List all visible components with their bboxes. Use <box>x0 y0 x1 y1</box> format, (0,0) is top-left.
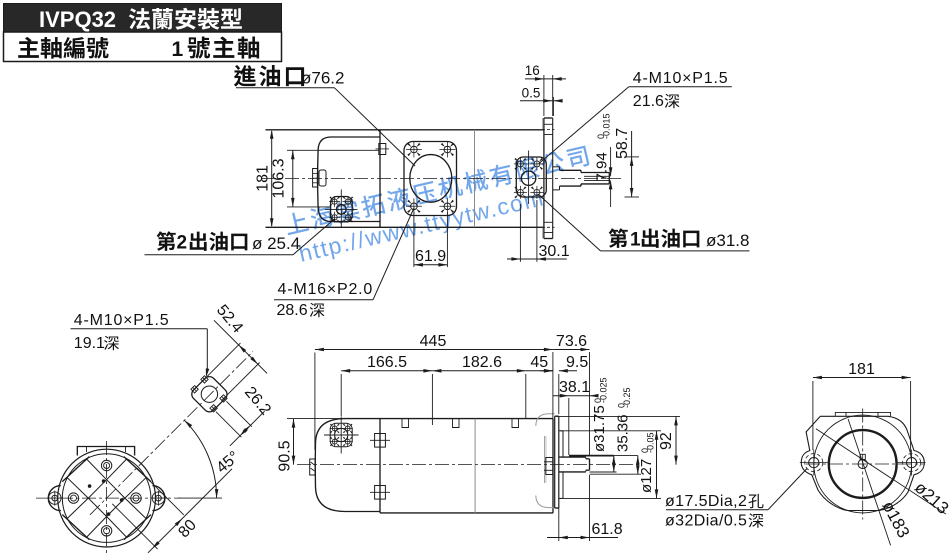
svg-text:61.8: 61.8 <box>592 521 623 538</box>
svg-text:4-M10×P1.5: 4-M10×P1.5 <box>633 70 729 87</box>
svg-text:90.5: 90.5 <box>277 440 294 471</box>
svg-text:0: 0 <box>640 448 650 453</box>
svg-text:IVPQ32: IVPQ32 <box>39 7 116 32</box>
svg-text:-0.25: -0.25 <box>622 387 632 408</box>
svg-text:ø31.8: ø31.8 <box>706 231 749 250</box>
svg-text:4-M10×P1.5: 4-M10×P1.5 <box>74 312 170 329</box>
svg-text:7.94: 7.94 <box>594 152 611 181</box>
svg-text:181: 181 <box>255 165 272 192</box>
svg-text:2: 2 <box>177 233 188 254</box>
svg-text:9.5: 9.5 <box>566 354 588 371</box>
svg-text:ø76.2: ø76.2 <box>301 69 344 88</box>
svg-text:92: 92 <box>658 432 675 450</box>
svg-text:73.6: 73.6 <box>556 333 587 350</box>
svg-text:38.1: 38.1 <box>559 379 590 396</box>
svg-text:58.7: 58.7 <box>614 128 631 159</box>
svg-text:166.5: 166.5 <box>367 354 407 371</box>
svg-text:16: 16 <box>525 63 540 78</box>
svg-text:181: 181 <box>848 361 875 378</box>
svg-text:45: 45 <box>530 354 548 371</box>
svg-text:ø 25.4: ø 25.4 <box>252 234 300 253</box>
svg-text:ø17.5Dia,2: ø17.5Dia,2 <box>665 493 747 510</box>
svg-text:35.36: 35.36 <box>615 414 632 452</box>
svg-text:4-M16×P2.0: 4-M16×P2.0 <box>278 281 374 298</box>
svg-text:ø31.75: ø31.75 <box>591 405 608 452</box>
svg-text:-0.025: -0.025 <box>599 377 609 403</box>
svg-text:1: 1 <box>172 38 184 61</box>
svg-text:0: 0 <box>617 403 627 408</box>
svg-text:0: 0 <box>596 134 606 139</box>
svg-text:ø32Dia/0.5: ø32Dia/0.5 <box>665 513 747 530</box>
svg-text:-0.05: -0.05 <box>646 432 656 453</box>
svg-text:106.3: 106.3 <box>271 158 288 198</box>
svg-text:182.6: 182.6 <box>462 354 502 371</box>
svg-text:28.6: 28.6 <box>277 302 308 319</box>
svg-text:445: 445 <box>420 333 447 350</box>
svg-text:0.5: 0.5 <box>522 85 541 100</box>
svg-text:-0.015: -0.015 <box>602 113 612 139</box>
svg-text:1: 1 <box>630 230 641 251</box>
svg-text:30.1: 30.1 <box>539 243 570 260</box>
svg-text:21.6: 21.6 <box>633 93 664 110</box>
svg-text:19.1: 19.1 <box>74 335 105 352</box>
svg-text:ø127: ø127 <box>638 459 655 493</box>
svg-text:61.9: 61.9 <box>415 248 446 265</box>
svg-text:0: 0 <box>593 398 603 403</box>
